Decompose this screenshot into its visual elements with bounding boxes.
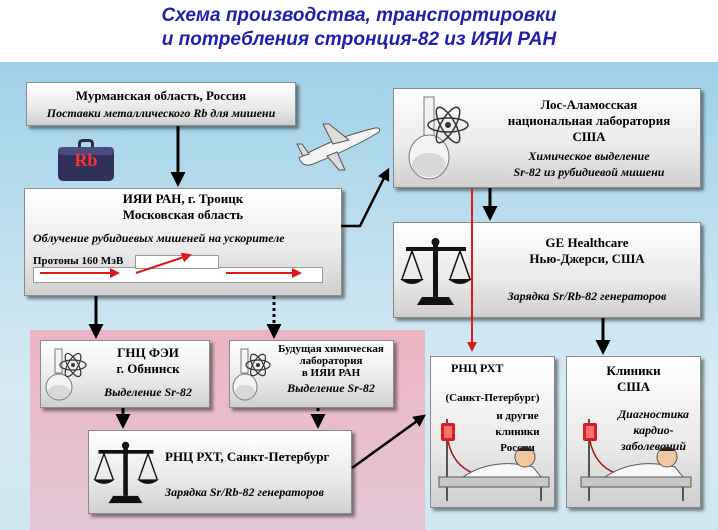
gnts-fei-box: ГНЦ ФЭИ г. Обнинск Выделение Sr-82 [40,340,210,408]
us-clinics-line2: США [616,379,651,394]
future-lab-line1: Будущая химическая [278,343,384,355]
airplane-icon [293,118,383,173]
rnc-charging-name: РНЦ РХТ, Санкт-Петербург [165,449,330,464]
inr-name2: Московская область [122,207,244,222]
future-lab-line3: в ИЯИ РАН [301,367,361,379]
patient-bed-icon [433,415,551,505]
inr-action: Облучение рубидиевых мишеней на ускорите… [33,231,285,245]
ge-healthcare-box: GE Healthcare Нью-Джерси, США Зарядка Sr… [393,222,701,318]
ge-name2: Нью-Джерси, США [529,251,645,266]
rnc-clinic-box: РНЦ РХТ (Санкт-Петербург) и другие клини… [430,356,555,508]
arrow-rnc-charging-to-clinic [351,414,427,470]
future-lab-action: Выделение Sr-82 [287,381,375,395]
los-alamos-action1: Химическое выделение [528,149,650,163]
us-clinics-box: Клиники США Диагностика кардио- заболева… [566,356,701,508]
us-clinics-line1: Клиники [606,363,661,378]
rnc-clinic-line4: клиники [495,426,540,438]
rb-label: Rb [74,150,98,170]
rnc-charging-box: РНЦ РХТ, Санкт-Петербург Зарядка Sr/Rb-8… [88,430,352,514]
los-alamos-line1: Лос-Аламосская [540,97,638,112]
diagram-title-line2: и потребления стронция-82 из ИЯИ РАН [161,29,557,50]
rnc-clinic-line1: РНЦ РХТ [451,361,504,375]
ge-action: Зарядка Sr/Rb-82 генераторов [507,289,667,303]
rnc-clinic-line3: и другие [496,410,539,422]
proton-beam-arrow-2 [135,252,192,274]
flask-atom-icon [406,95,472,183]
murmansk-name: Мурманская область, Россия [75,88,247,103]
rnc-charging-action: Зарядка Sr/Rb-82 генераторов [165,485,324,499]
ge-name1: GE Healthcare [545,235,629,250]
murmansk-box: Мурманская область, Россия Поставки мета… [26,82,296,126]
suitcase-icon: Rb [56,138,116,182]
rnc-clinic-line2: (Санкт-Петербург) [445,392,540,404]
los-alamos-line2: национальная лаборатория [507,113,671,128]
future-lab-box: Будущая химическая лаборатория в ИЯИ РАН… [229,340,394,408]
diagram-title-line1: Схема производства, транспортировки [161,5,557,26]
scales-icon [91,439,161,505]
los-alamos-action2: Sr-82 из рубидиевой мишени [513,165,665,179]
flask-atom-icon [45,347,89,401]
flask-atom-icon [232,347,272,401]
inr-troitsk-box: ИЯИ РАН, г. Троицк Московская область Об… [24,188,342,296]
future-lab-line2: лаборатория [299,355,363,367]
scales-icon [398,235,474,307]
arrow-inr-to-los-alamos [341,167,390,228]
us-clinics-action1: Диагностика [617,407,690,421]
los-alamos-box: Лос-Аламосская национальная лаборатория … [393,88,701,188]
gnts-action: Выделение Sr-82 [104,385,192,399]
murmansk-action: Поставки металлического Rb для мишени [46,106,276,120]
gnts-name2: г. Обнинск [116,361,180,376]
protons-label: Протоны 160 МэВ [33,255,124,267]
patient-bed-icon [571,415,697,505]
gnts-name1: ГНЦ ФЭИ [117,345,179,360]
us-clinics-action2: кардио- [633,423,674,437]
inr-name1: ИЯИ РАН, г. Троицк [122,191,244,206]
los-alamos-line3: США [572,129,606,144]
